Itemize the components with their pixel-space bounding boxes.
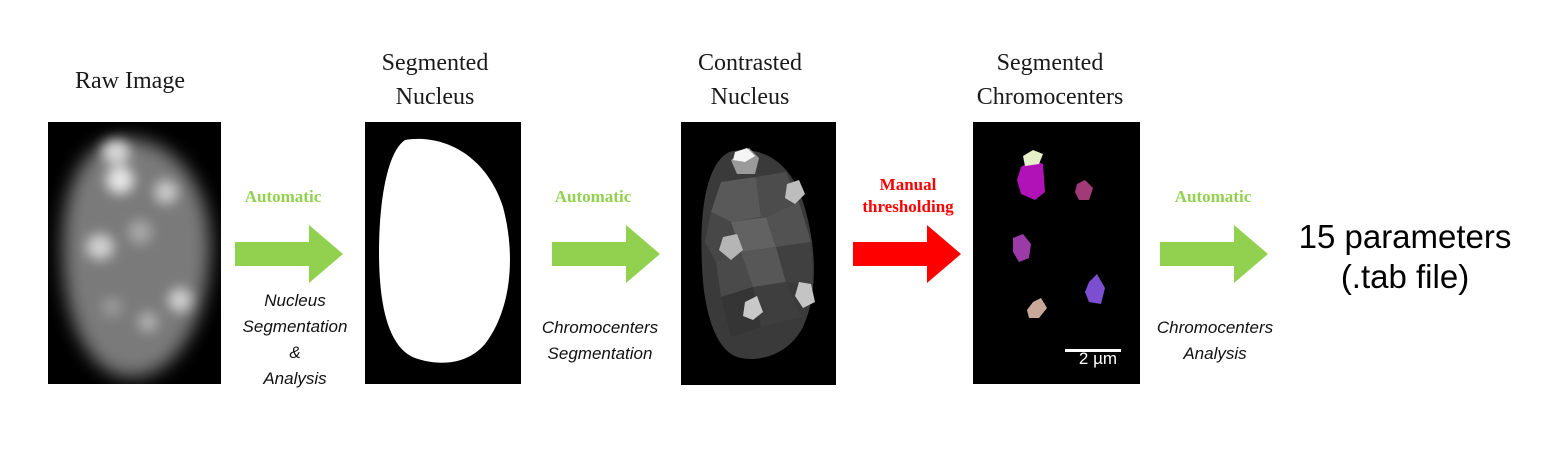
step-4-mode-label: Automatic <box>1174 187 1252 206</box>
step-2-arrow-icon <box>552 225 660 283</box>
segmented-chromocenters-image <box>1013 150 1121 352</box>
step-4-arrow-icon <box>1160 225 1268 283</box>
step-1-caption: Nucleus Segmentation & Analysis <box>242 291 348 388</box>
step-1-arrow-icon <box>235 225 343 283</box>
step-1-mode-label: Automatic <box>244 187 322 206</box>
scale-bar-label: 2 µm <box>1078 349 1118 368</box>
stage-title-segmented-nucleus: Segmented Nucleus <box>381 50 489 110</box>
segmented-nucleus-panel <box>365 122 521 384</box>
stage-title-raw-image: Raw Image <box>75 68 185 94</box>
segmented-nucleus-mask <box>379 138 510 363</box>
step-2-mode-label: Automatic <box>554 187 632 206</box>
step-3-arrow-icon <box>853 225 961 283</box>
stage-title-segmented-chromocenters: Segmented Chromocenters <box>976 50 1124 110</box>
output-parameters-label: 15 parameters (.tab file) <box>1298 218 1512 295</box>
step-3-mode-label: Manual thresholding <box>862 175 954 216</box>
contrasted-nucleus-panel <box>681 122 836 385</box>
raw-image-panel <box>48 122 221 384</box>
stage-title-contrasted-nucleus: Contrasted Nucleus <box>698 50 802 110</box>
raw-nucleus-image <box>62 139 211 378</box>
step-4-caption: Chromocenters Analysis <box>1156 318 1274 363</box>
scale-bar <box>1065 349 1121 352</box>
step-2-caption: Chromocenters Segmentation <box>541 318 659 363</box>
contrasted-nucleus-image <box>701 148 815 359</box>
segmented-chromocenters-panel: 2 µm <box>973 122 1140 384</box>
